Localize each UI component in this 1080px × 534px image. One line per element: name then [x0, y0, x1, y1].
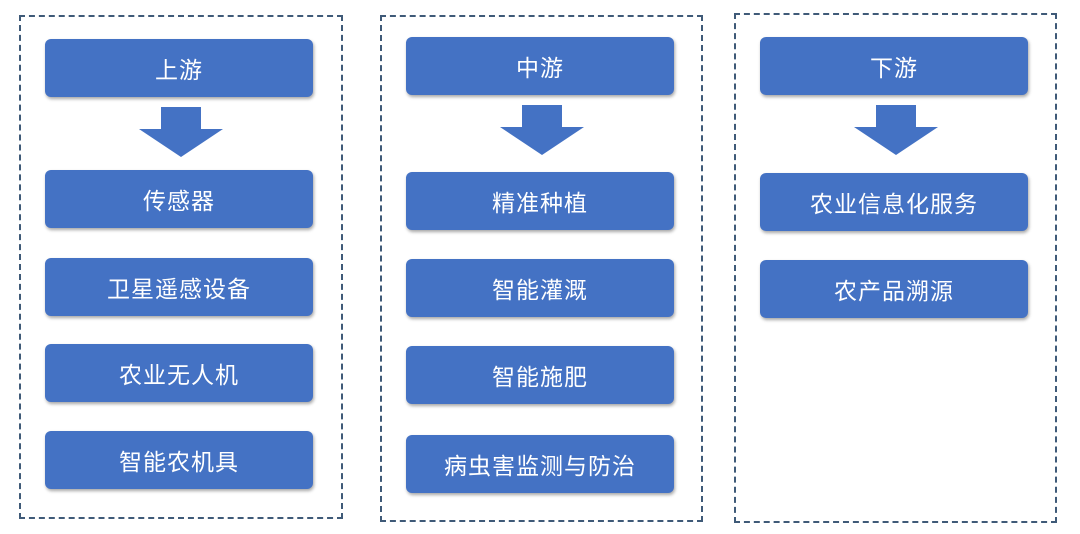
- midstream-column: 中游 精准种植 智能灌溉 智能施肥 病虫害监测与防治: [380, 15, 703, 522]
- downstream-header: 下游: [760, 37, 1028, 95]
- downstream-column: 下游 农业信息化服务 农产品溯源: [734, 13, 1057, 523]
- upstream-item-satellite: 卫星遥感设备: [45, 258, 313, 316]
- down-arrow-icon: [500, 105, 584, 155]
- midstream-item-smart-fertilizing: 智能施肥: [406, 346, 674, 404]
- midstream-item-smart-irrigation: 智能灌溉: [406, 259, 674, 317]
- downstream-item-info-service: 农业信息化服务: [760, 173, 1028, 231]
- upstream-column: 上游 传感器 卫星遥感设备 农业无人机 智能农机具: [19, 15, 343, 519]
- upstream-item-machinery: 智能农机具: [45, 431, 313, 489]
- midstream-item-pest-monitoring: 病虫害监测与防治: [406, 435, 674, 493]
- downstream-item-traceability: 农产品溯源: [760, 260, 1028, 318]
- down-arrow-icon: [139, 107, 223, 157]
- upstream-header: 上游: [45, 39, 313, 97]
- midstream-item-precision-planting: 精准种植: [406, 172, 674, 230]
- down-arrow-icon: [854, 105, 938, 155]
- upstream-item-sensor: 传感器: [45, 170, 313, 228]
- midstream-header: 中游: [406, 37, 674, 95]
- upstream-item-drone: 农业无人机: [45, 344, 313, 402]
